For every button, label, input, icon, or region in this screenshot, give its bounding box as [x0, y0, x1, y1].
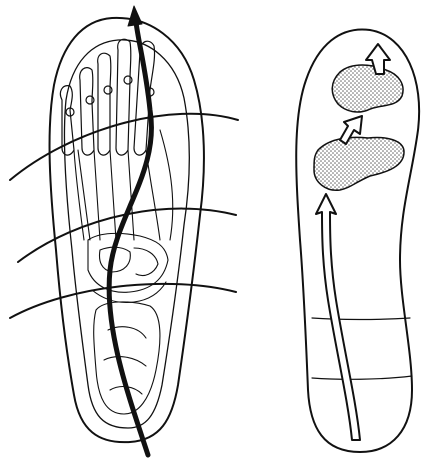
gait-flow-arrow	[316, 194, 360, 440]
pressure-zone-toes	[332, 65, 403, 112]
pressure-zone-forefoot	[314, 137, 404, 190]
transverse-line-rearfoot	[10, 284, 236, 318]
heel-cap-line-upper	[312, 318, 410, 320]
heel-cap-line-lower	[312, 376, 412, 379]
gait-line-arrowhead	[128, 6, 142, 26]
right-insole-panel	[296, 29, 419, 452]
tarsal-bones	[88, 233, 168, 302]
left-foot-panel	[10, 6, 238, 455]
